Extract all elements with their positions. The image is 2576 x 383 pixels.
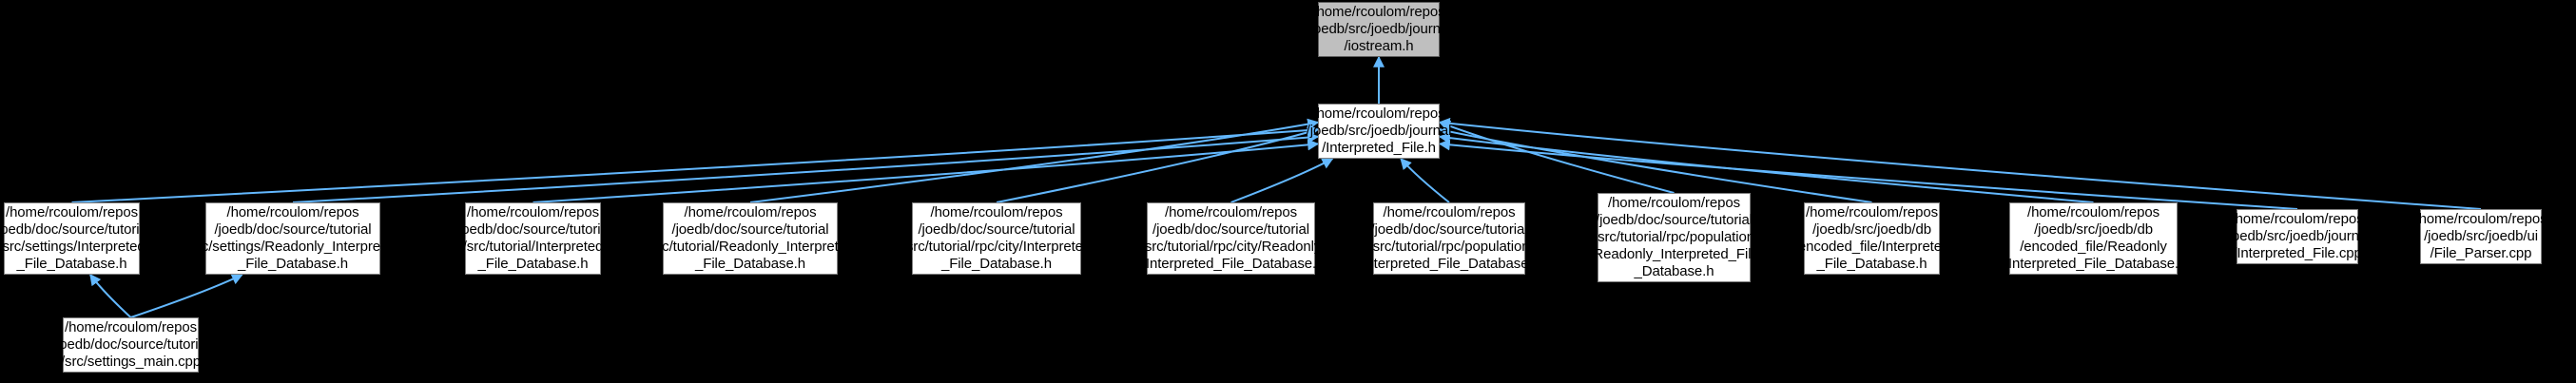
- graph-edge-rpc_city_interpreted_file_database_h-to-interpreted_file_h: [996, 126, 1320, 203]
- graph-node-rpc_population_readonly_interpreted_file_database_h[interactable]: /home/rcoulom/repos /joedb/doc/source/tu…: [1589, 193, 1759, 282]
- graph-node-interpreted_file_h[interactable]: /home/rcoulom/repos /joedb/src/joedb/jou…: [1307, 104, 1451, 159]
- graph-node-iostream_h[interactable]: /home/rcoulom/repos /joedb/src/joedb/jou…: [1307, 2, 1451, 57]
- graph-edge-db_encoded_file_readonly_interpreted_file_database_h-to-interpreted_file_h: [1438, 132, 2094, 203]
- graph-node-journal_interpreted_file_cpp[interactable]: /home/rcoulom/repos /joedb/src/joedb/jou…: [2225, 209, 2370, 264]
- graph-edge-rpc_population_interpreted_file_database_h-to-interpreted_file_h: [1400, 158, 1450, 203]
- graph-edge-rpc_city_readonly_interpreted_file_database_h-to-interpreted_file_h: [1230, 158, 1334, 203]
- graph-edge-db_encoded_file_interpreted_file_database_h-to-interpreted_file_h: [1438, 125, 1872, 203]
- graph-node-db_encoded_file_readonly_interpreted_file_database_h[interactable]: /home/rcoulom/repos /joedb/src/joedb/db …: [2001, 202, 2186, 275]
- graph-node-tutorial_readonly_interpreted_file_database_h[interactable]: /home/rcoulom/repos /joedb/doc/source/tu…: [647, 202, 854, 275]
- graph-node-rpc_population_interpreted_file_database_h[interactable]: /home/rcoulom/repos /joedb/doc/source/tu…: [1358, 202, 1540, 275]
- graph-node-db_encoded_file_interpreted_file_database_h[interactable]: /home/rcoulom/repos /joedb/src/joedb/db …: [1794, 202, 1949, 275]
- graph-node-settings_interpreted_file_database_h[interactable]: /home/rcoulom/repos /joedb/doc/source/tu…: [0, 202, 150, 275]
- graph-node-settings_readonly_interpreted_file_database_h[interactable]: /home/rcoulom/repos /joedb/doc/source/tu…: [185, 202, 400, 275]
- graph-node-rpc_city_interpreted_file_database_h[interactable]: /home/rcoulom/repos /joedb/doc/source/tu…: [902, 202, 1091, 275]
- graph-node-tutorial_interpreted_file_database_h[interactable]: /home/rcoulom/repos /joedb/doc/source/tu…: [455, 202, 611, 275]
- graph-node-rpc_city_readonly_interpreted_file_database_h[interactable]: /home/rcoulom/repos /joedb/doc/source/tu…: [1138, 202, 1324, 275]
- graph-node-settings_main_cpp[interactable]: /home/rcoulom/repos /joedb/doc/source/tu…: [52, 317, 209, 373]
- graph-edge-journal_interpreted_file_cpp-to-interpreted_file_h: [1438, 139, 2298, 210]
- graph-edge-settings_main_cpp-to-settings_readonly_interpreted_file_database_h: [130, 274, 243, 318]
- graph-edge-settings_readonly_interpreted_file_database_h-to-interpreted_file_h: [292, 131, 1320, 203]
- graph-edge-tutorial_readonly_interpreted_file_database_h-to-interpreted_file_h: [749, 118, 1320, 203]
- graph-edge-settings_interpreted_file_database_h-to-interpreted_file_h: [71, 124, 1320, 203]
- graph-edge-tutorial_interpreted_file_database_h-to-interpreted_file_h: [533, 139, 1320, 203]
- graph-edge-settings_main_cpp-to-settings_interpreted_file_database_h: [89, 274, 132, 318]
- graph-edge-rpc_population_readonly_interpreted_file_database_h-to-interpreted_file_h: [1438, 120, 1675, 194]
- graph-node-ui_file_parser_cpp[interactable]: /home/rcoulom/repos /joedb/src/joedb/ui …: [2415, 209, 2547, 264]
